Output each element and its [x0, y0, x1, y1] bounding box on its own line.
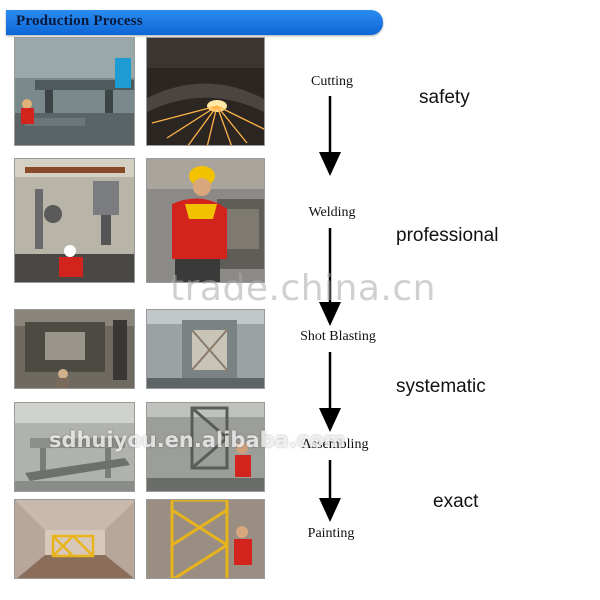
stage-welding: Welding — [308, 205, 356, 220]
section-title: Production Process — [16, 13, 143, 29]
assembling-frame-photo — [14, 402, 135, 492]
welding-robot-photo — [14, 158, 135, 283]
keyword-safety: safety — [419, 87, 470, 108]
painting-tunnel-photo — [14, 499, 135, 579]
cutting-sparks-photo — [146, 37, 265, 146]
stage-painting: Painting — [307, 526, 355, 541]
welder-photo — [146, 158, 265, 283]
keyword-systematic: systematic — [396, 376, 486, 397]
assembling-tower-photo — [146, 402, 265, 492]
shot-blasting-chamber-photo — [146, 309, 265, 389]
stage-cutting: Cutting — [310, 74, 354, 89]
stage-assembling: Assembling — [301, 437, 369, 452]
arrow-down-icon — [319, 96, 341, 176]
shot-blasting-room-photo — [14, 309, 135, 389]
arrow-down-icon — [319, 460, 341, 522]
arrow-down-icon — [319, 352, 341, 432]
keyword-exact: exact — [433, 491, 479, 512]
section-header: Production Process — [6, 10, 383, 35]
cutting-workshop-photo — [14, 37, 135, 146]
arrow-down-icon — [319, 228, 341, 326]
painting-worker-photo — [146, 499, 265, 579]
stage-shot-blasting: Shot Blasting — [300, 329, 376, 344]
keyword-professional: professional — [396, 225, 499, 246]
